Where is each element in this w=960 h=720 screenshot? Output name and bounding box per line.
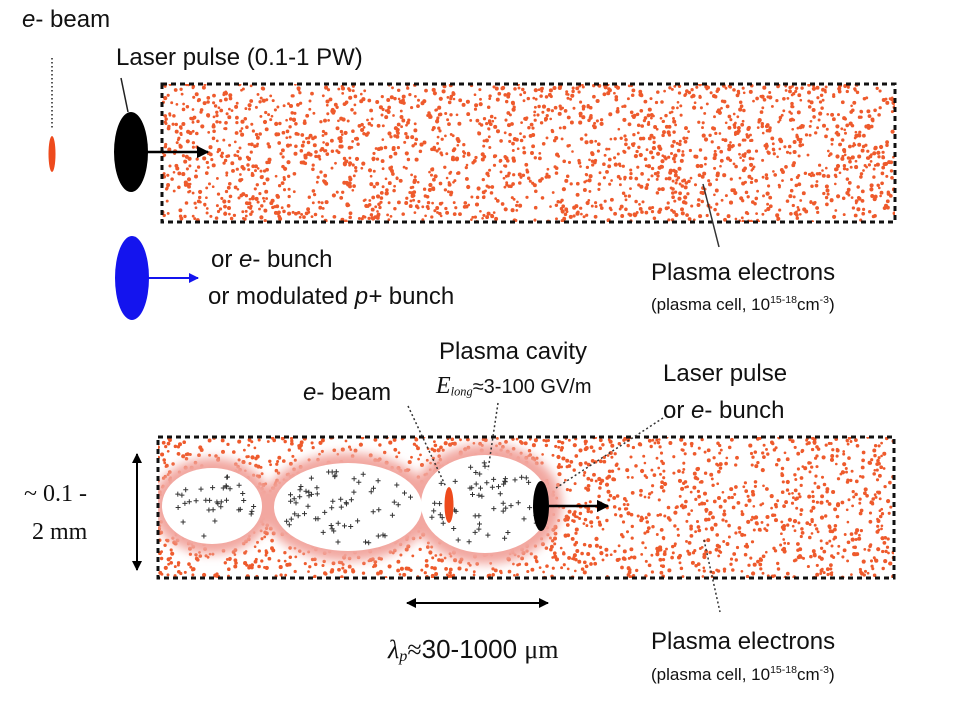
top-laser-label: Laser pulse (0.1-1 PW): [116, 44, 363, 71]
e-bunch-label: or e- bunch: [211, 246, 333, 273]
bottom-plasma-leader-line: [703, 539, 721, 613]
cavity-2: [274, 463, 422, 551]
bottom-e-beam-label: e- beam: [303, 379, 392, 406]
driver-leader-line: [555, 417, 664, 489]
p-bunch-label: or modulated p+ bunch: [208, 283, 455, 310]
bottom-plasma-density: (plasma cell, 1015-18cm-3): [651, 664, 835, 684]
top-plasma-density: (plasma cell, 1015-18cm-3): [651, 294, 835, 314]
wavelength-label: λp≈30-1000 μm: [388, 634, 559, 666]
e-beam-leader-line: [407, 405, 447, 488]
size-label-line1: ~ 0.1 -: [24, 481, 87, 507]
cavity-1: [162, 468, 262, 544]
bottom-plasma-cell: [156, 435, 896, 580]
top-laser-pulse: [114, 112, 148, 192]
top-laser-leader-line: [120, 77, 129, 113]
top-e-beam-bunch: [48, 136, 56, 172]
top-plasma-label: Plasma electrons: [651, 259, 836, 286]
size-label-line2: 2 mm: [32, 519, 88, 545]
top-e-bunch: [115, 236, 149, 320]
top-e-beam-label: e- beam: [22, 6, 111, 33]
bottom-cell-border: [156, 435, 896, 580]
cavity-title: Plasma cavity: [439, 338, 588, 365]
top-plasma-electrons: [162, 84, 895, 222]
bottom-e-beam-bunch: [444, 487, 454, 523]
top-cell-border: [160, 82, 897, 224]
top-plasma-cell: [160, 82, 897, 224]
bottom-plasma-label: Plasma electrons: [651, 628, 836, 655]
cavity-field: Elong≈3-100 GV/m: [436, 373, 592, 399]
bottom-driver-pulse: [533, 481, 549, 531]
driver-label-line1: Laser pulse: [663, 360, 788, 387]
driver-label-line2: or e- bunch: [663, 397, 785, 424]
top-plasma-leader-line: [702, 183, 720, 248]
